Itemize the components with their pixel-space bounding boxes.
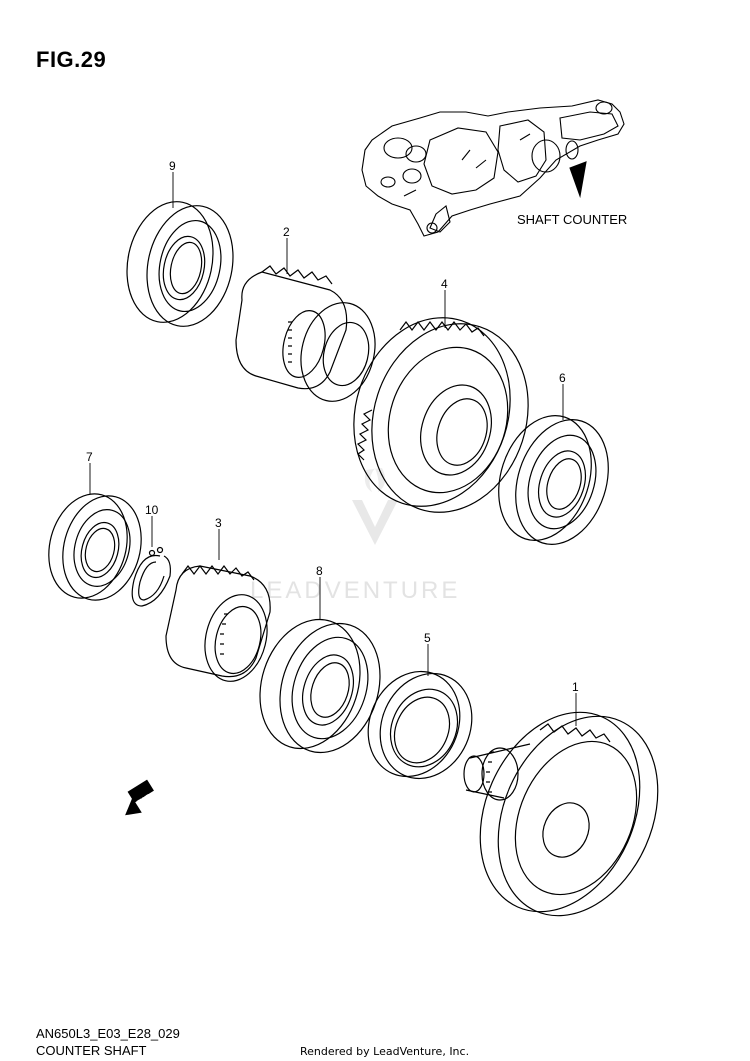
- callout-9[interactable]: 9: [169, 159, 176, 173]
- engine-inset: [361, 99, 625, 237]
- callout-3[interactable]: 3: [215, 516, 222, 530]
- callout-2[interactable]: 2: [283, 225, 290, 239]
- callout-4[interactable]: 4: [441, 277, 448, 291]
- part-9-bearing[interactable]: [116, 194, 244, 335]
- watermark-text: LEADVENTURE: [250, 577, 460, 604]
- figure-title: FIG.29: [36, 47, 107, 72]
- part-4-large-gear[interactable]: [330, 297, 552, 533]
- part-3-gear[interactable]: [165, 565, 276, 688]
- part-5-seal[interactable]: [352, 657, 488, 793]
- part-6-bearing[interactable]: [483, 404, 623, 557]
- part-10-circlip[interactable]: [131, 546, 171, 607]
- callouts: 9 2 4 6 7 10 3 8 5 1: [86, 159, 579, 694]
- part-7-bearing[interactable]: [38, 485, 153, 609]
- callout-10[interactable]: 10: [145, 503, 159, 517]
- part-2-gear[interactable]: [235, 265, 385, 409]
- figure-name: COUNTER SHAFT: [36, 1043, 147, 1058]
- watermark: LEADVENTURE: [250, 468, 460, 604]
- figure-code: AN650L3_E03_E28_029: [36, 1026, 180, 1041]
- callout-1[interactable]: 1: [572, 680, 579, 694]
- inset-label: SHAFT COUNTER: [517, 212, 628, 227]
- callout-7[interactable]: 7: [86, 450, 93, 464]
- callout-5[interactable]: 5: [424, 631, 431, 645]
- callout-6[interactable]: 6: [559, 371, 566, 385]
- fwd-arrow-icon: FWD: [125, 779, 154, 816]
- part-1-shaft-gear[interactable]: [450, 687, 688, 941]
- callout-8[interactable]: 8: [316, 564, 323, 578]
- render-credit: Rendered by LeadVenture, Inc.: [300, 1045, 470, 1058]
- leader-lines: [89, 172, 577, 726]
